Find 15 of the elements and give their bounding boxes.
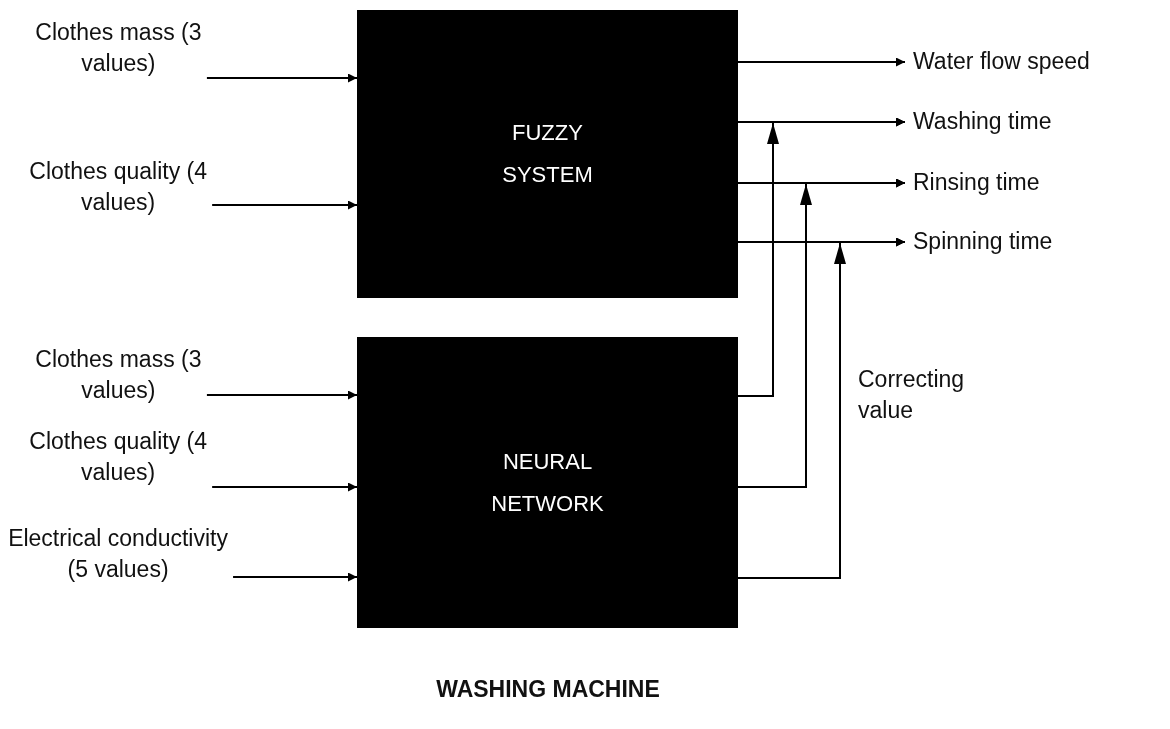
process-box: [357, 10, 738, 298]
input-label: Electrical conductivity (5 values): [7, 523, 230, 585]
input-label: Clothes quality (4 values): [28, 426, 209, 488]
input-label: Clothes quality (4 values): [28, 156, 209, 218]
output-label: Water flow speed: [905, 46, 1090, 77]
process-box: [357, 337, 738, 628]
input-label: Clothes mass (3 values): [33, 344, 203, 406]
box-label: FUZZY SYSTEM: [501, 119, 594, 189]
annotation-text: Correcting value: [858, 365, 966, 425]
output-label: Rinsing time: [905, 167, 1040, 198]
input-label: Clothes mass (3 values): [33, 17, 203, 79]
output-label: Washing time: [905, 106, 1052, 137]
caption: WASHING MACHINE: [435, 676, 661, 703]
box-label: NEURAL NETWORK: [490, 447, 605, 518]
output-label: Spinning time: [905, 226, 1053, 257]
